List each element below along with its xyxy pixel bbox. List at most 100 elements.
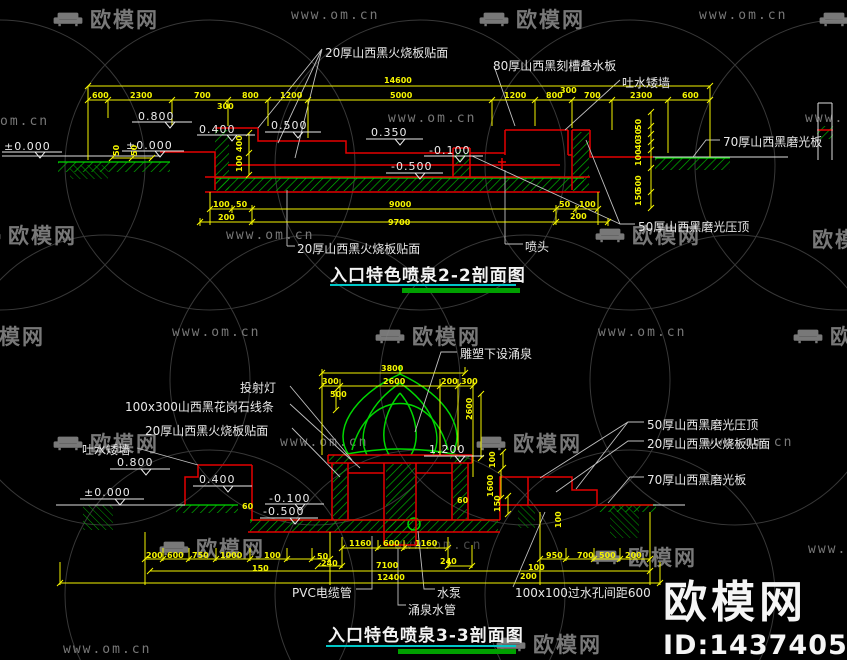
watermark-brand: 欧模网 bbox=[533, 633, 602, 657]
dim-label: 300 bbox=[322, 377, 339, 386]
elevation-label: 0.400 bbox=[199, 123, 236, 136]
dim-label: 150 bbox=[252, 564, 269, 573]
s2-white-lines bbox=[2, 102, 833, 160]
watermark-url: www.om.cn bbox=[388, 111, 477, 126]
dim-label: 100 bbox=[235, 155, 244, 172]
section-2-2-title: 入口特色喷泉2-2剖面图 bbox=[330, 266, 526, 286]
s2-elevation-marks bbox=[2, 121, 483, 180]
dim-label: 300 bbox=[560, 86, 577, 95]
dim-label: 400 bbox=[235, 135, 244, 152]
callout-spotlight: 投射灯 bbox=[240, 381, 277, 395]
dim-label: 100 bbox=[634, 149, 643, 166]
callout-cap50: 50厚山西黑磨光压顶 bbox=[647, 418, 759, 432]
watermark-brand: 欧模网 bbox=[8, 224, 77, 248]
title-underline-green bbox=[398, 649, 516, 654]
callout-carved-board: 80厚山西黑刻槽叠水板 bbox=[493, 59, 617, 73]
elevation-label: 0.800 bbox=[117, 456, 154, 469]
watermark-url: www.om.cn bbox=[705, 435, 794, 450]
s3-hatch bbox=[83, 455, 656, 544]
dim-label: 12400 bbox=[377, 573, 405, 582]
dim-label: 800 bbox=[546, 91, 563, 100]
dim-label: 2600 bbox=[383, 377, 406, 386]
elevation-label: 0.350 bbox=[371, 126, 408, 139]
elevation-label: ±0.000 bbox=[84, 486, 131, 499]
title-underline-cyan bbox=[326, 645, 516, 647]
watermark-brand: 欧模网 bbox=[812, 228, 847, 252]
dim-label: 200 bbox=[520, 572, 537, 581]
watermark-logo: 欧模网 bbox=[478, 4, 585, 34]
callout-pump: 水泵 bbox=[437, 586, 462, 600]
watermark-brand: 欧模网 bbox=[632, 224, 701, 248]
dim-label: 150 bbox=[493, 495, 502, 512]
callout-burn-right: 20厚山西黑火烧板贴面 bbox=[647, 437, 771, 451]
callout-cap50: 50厚山西黑磨光压顶 bbox=[638, 220, 750, 234]
s3-dimension-lines bbox=[56, 367, 664, 587]
dim-label: 60 bbox=[242, 502, 254, 511]
watermark-url: www.om.cn bbox=[226, 228, 315, 243]
watermark-brand: 欧模网 bbox=[628, 546, 697, 570]
watermark-brand: 欧模网 bbox=[0, 325, 45, 349]
elevation-label: 0.800 bbox=[138, 110, 175, 123]
watermark-logo: 欧模网 bbox=[0, 220, 77, 250]
dim-label: 200 bbox=[441, 377, 458, 386]
title-underline-green bbox=[402, 288, 520, 293]
watermark-brand: 欧模网 bbox=[513, 432, 582, 456]
watermark-logo: 欧模网 bbox=[52, 4, 159, 34]
watermark-brand: 欧模网 bbox=[830, 325, 847, 349]
dim-label: 1200 bbox=[504, 91, 527, 100]
dim-label: 7100 bbox=[376, 561, 399, 570]
callout-spring-pipe: 涌泉水管 bbox=[408, 603, 457, 617]
dim-label: 200 bbox=[218, 213, 235, 222]
callout-spout-wall: 吐水矮墙 bbox=[82, 443, 131, 457]
dim-label: 14600 bbox=[384, 76, 412, 85]
dim-label: 700 bbox=[577, 551, 594, 560]
dim-label: 50 bbox=[559, 200, 571, 209]
elevation-label: 0.400 bbox=[199, 473, 236, 486]
watermark-logo: 欧模网 bbox=[590, 542, 697, 572]
dim-label: 2300 bbox=[630, 91, 653, 100]
dim-label: 500 bbox=[330, 390, 347, 399]
elevation-label: -0.100 bbox=[269, 492, 311, 505]
watermark-logo: 欧模网 bbox=[792, 321, 847, 351]
elevation-label: -0.500 bbox=[391, 160, 433, 173]
dim-label: 700 bbox=[584, 91, 601, 100]
s3-leader-lines bbox=[136, 351, 644, 606]
elevation-label: 0.500 bbox=[271, 119, 308, 132]
elevation-label: ±0.000 bbox=[126, 139, 173, 152]
watermark-brand: 欧模网 bbox=[412, 325, 481, 349]
watermark-logo: 欧模网 bbox=[812, 224, 847, 254]
dim-label: 100 bbox=[488, 451, 497, 468]
watermark-url: www. bbox=[808, 542, 847, 557]
dim-label: 300 bbox=[461, 377, 478, 386]
dim-label: 100 bbox=[213, 200, 230, 209]
watermark-url: www.om.cn bbox=[63, 642, 152, 657]
dim-label: 5000 bbox=[390, 91, 413, 100]
elevation-label: 1.200 bbox=[429, 443, 466, 456]
watermark-logo: 欧模网 bbox=[495, 629, 602, 659]
dim-label: 300 bbox=[217, 102, 234, 111]
callout-polished70: 70厚山西黑磨光板 bbox=[647, 473, 747, 487]
dim-label: 700 bbox=[194, 91, 211, 100]
watermark-logo: 欧模网 bbox=[594, 220, 701, 250]
watermark-logo: 欧模网 bbox=[0, 321, 45, 351]
dim-label: 200 bbox=[570, 212, 587, 221]
dim-label: 9700 bbox=[388, 218, 411, 227]
callout-polished70: 70厚山西黑磨光板 bbox=[723, 135, 823, 149]
dim-label: 50 bbox=[112, 144, 121, 156]
watermark-url: om.cn bbox=[0, 114, 50, 129]
dim-label: 100 bbox=[554, 511, 563, 528]
callout-nozzle: 喷头 bbox=[525, 240, 550, 254]
watermark-brand: 欧模网 bbox=[90, 8, 159, 32]
dim-label: 950 bbox=[546, 551, 563, 560]
watermark-url: www.om.cn bbox=[699, 8, 788, 23]
dim-label: 60 bbox=[457, 496, 469, 505]
dim-label: 1600 bbox=[486, 474, 495, 497]
section-3-3-title: 入口特色喷泉3-3剖面图 bbox=[328, 626, 524, 646]
dim-label: 50 bbox=[317, 552, 329, 561]
callout-burn-left: 20厚山西黑火烧板贴面 bbox=[145, 424, 269, 438]
s3-elevation-marks bbox=[80, 455, 484, 525]
callout-spout-wall: 吐水矮墙 bbox=[622, 76, 671, 90]
dim-label: 2600 bbox=[465, 397, 474, 420]
